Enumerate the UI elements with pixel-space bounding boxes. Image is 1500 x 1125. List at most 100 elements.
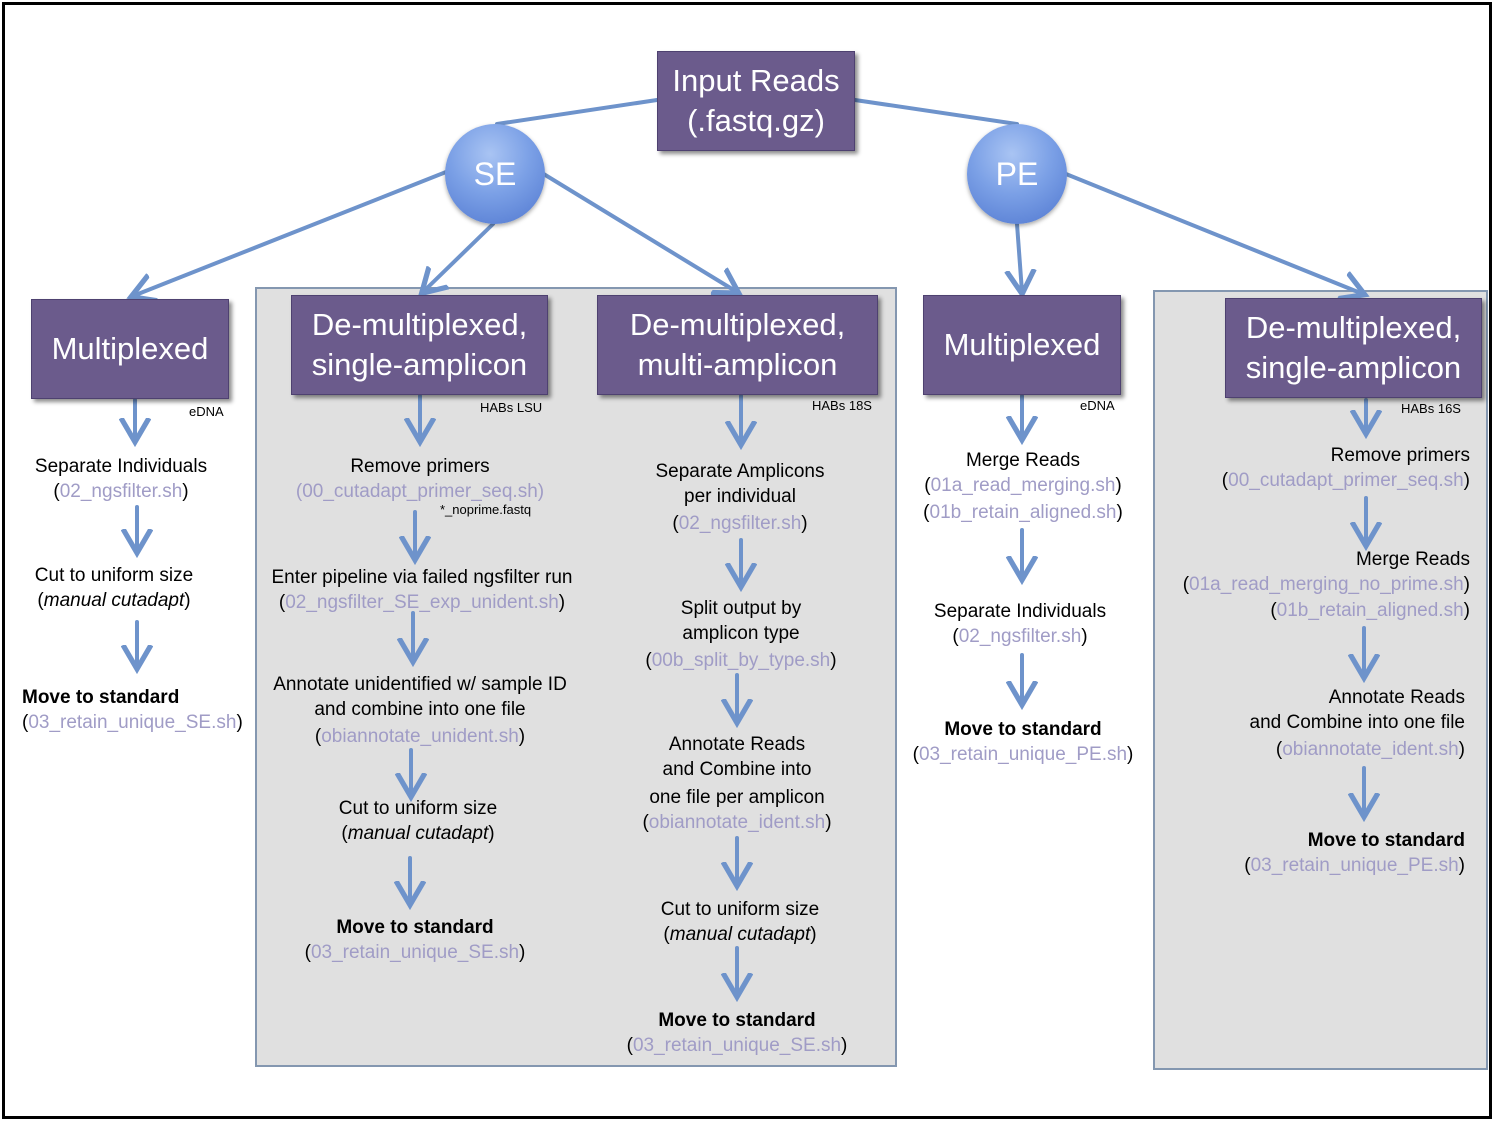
step-text: Move to standard [336, 917, 494, 938]
pe-single-title1: De-multiplexed, [1245, 310, 1462, 345]
pe-multiplexed-title: Multiplexed [943, 327, 1101, 362]
step-script: (obiannotate_ident.sh) [642, 812, 832, 833]
pe-mux-step-2: Separate Individuals (02_ngsfilter.sh) [920, 599, 1120, 649]
se-single-step-4: Cut to uniform size (manual cutadapt) [318, 796, 518, 846]
edge-se-mux [133, 170, 448, 296]
step-text-2: per individual [684, 486, 796, 507]
step-script: (03_retain_unique_PE.sh) [912, 744, 1134, 765]
script-name: 01b_retain_aligned.sh [1276, 600, 1464, 621]
pe-single-step-4: Move to standard (03_retain_unique_PE.sh… [1215, 828, 1465, 878]
edge-pe-single [1064, 172, 1363, 294]
se-single-tag: HABs LSU [480, 400, 543, 415]
pe-single-step-2: Merge Reads (01a_read_merging_no_prime.s… [1160, 547, 1470, 623]
step-text-2: and Combine into one file [1249, 712, 1465, 733]
step-text: Cut to uniform size [338, 798, 498, 819]
script-name: 02_ngsfilter.sh [958, 626, 1082, 647]
se-multiplexed-box: Multiplexed [31, 299, 229, 399]
step-text: Merge Reads [1355, 549, 1470, 570]
step-text: Separate Individuals [34, 456, 208, 477]
step-script: (00_cutadapt_primer_seq.sh) [1221, 470, 1470, 491]
se-single-amplicon-box: De-multiplexed, single-amplicon [291, 295, 548, 395]
edge-se-single [423, 222, 495, 292]
se-label: SE [473, 155, 517, 192]
script-name: 02_ngsfilter_SE_exp_unident.sh [285, 592, 559, 613]
step-text-2: and Combine into [662, 759, 812, 780]
step-method: (manual cutadapt) [341, 823, 495, 844]
se-single-title2: single-amplicon [311, 347, 528, 382]
step-script: (obiannotate_unident.sh) [314, 726, 526, 747]
input-reads-line1: Input Reads [672, 63, 840, 98]
se-multi-title1: De-multiplexed, [629, 307, 846, 342]
step-text: Enter pipeline via failed ngsfilter run [271, 567, 573, 588]
step-script: (02_ngsfilter.sh) [53, 481, 189, 502]
se-mux-step-3-script: (03_retain_unique_SE.sh) [22, 712, 243, 733]
se-multi-step-4: Cut to uniform size (manual cutadapt) [640, 897, 840, 947]
se-multi-amplicon-box: De-multiplexed, multi-amplicon [597, 295, 878, 395]
script-name: obiannotate_unident.sh [321, 726, 519, 747]
pe-mux-step-1: Merge Reads (01a_read_merging.sh) (01b_r… [912, 448, 1134, 525]
step-script-2: (01b_retain_aligned.sh) [923, 502, 1123, 523]
script-name: 01a_read_merging_no_prime.sh [1189, 574, 1464, 595]
se-mux-step-1: Separate Individuals (02_ngsfilter.sh) [21, 454, 221, 504]
step-text-1: Separate Amplicons [655, 461, 825, 482]
pe-single-amplicon-box: De-multiplexed, single-amplicon [1225, 298, 1482, 398]
step-script: (02_ngsfilter.sh) [672, 513, 808, 534]
edge-root-pe [853, 98, 1019, 126]
step-script: (00_cutadapt_primer_seq.sh) [295, 481, 545, 502]
script-name: obiannotate_ident.sh [1282, 739, 1459, 760]
edge-root-se [495, 98, 659, 126]
se-multi-title2: multi-amplicon [637, 347, 838, 382]
se-single-note: *_noprime.fastq [440, 502, 532, 517]
step-text-1: Annotate unidentified w/ sample ID [273, 674, 567, 695]
script-name: 01b_retain_aligned.sh [929, 502, 1117, 523]
step-text: Move to standard [1307, 830, 1465, 851]
se-single-step-3: Annotate unidentified w/ sample ID and c… [255, 672, 585, 749]
pe-mux-tag: eDNA [1080, 398, 1115, 413]
se-single-step-1: Remove primers (00_cutadapt_primer_seq.s… [270, 454, 570, 504]
script-name: 03_retain_unique_SE.sh [28, 712, 237, 733]
edge-se-multi [540, 171, 737, 292]
step-text-2: and combine into one file [314, 699, 526, 720]
step-script-2: (01b_retain_aligned.sh) [1270, 600, 1470, 621]
script-name: 03_retain_unique_SE.sh [310, 942, 520, 963]
step-text: Remove primers [1330, 445, 1470, 466]
method-name: manual cutadapt [43, 590, 185, 611]
se-single-step-2: Enter pipeline via failed ngsfilter run … [252, 565, 592, 615]
pe-mux-step-3: Move to standard (03_retain_unique_PE.sh… [898, 717, 1148, 767]
input-reads-line2: (.fastq.gz) [687, 103, 825, 138]
step-script: (03_retain_unique_SE.sh) [626, 1035, 848, 1056]
pe-demux-panel [1153, 290, 1488, 1070]
script-name: 03_retain_unique_PE.sh [918, 744, 1128, 765]
se-circle: SE [445, 124, 545, 224]
script-name: obiannotate_ident.sh [648, 812, 826, 833]
step-text: Move to standard [944, 719, 1102, 740]
script-name: 02_ngsfilter.sh [59, 481, 183, 502]
se-mux-step-3: Move to standard [22, 685, 179, 710]
step-method: (manual cutadapt) [37, 590, 191, 611]
script-name: 02_ngsfilter.sh [678, 513, 802, 534]
step-script: (00b_split_by_type.sh) [645, 650, 837, 671]
edge-pe-mux [1017, 222, 1022, 292]
input-reads-box: Input Reads (.fastq.gz) [657, 51, 855, 151]
step-script: (03_retain_unique_SE.sh) [304, 942, 526, 963]
script-name: 00b_split_by_type.sh [651, 650, 831, 671]
step-script-1: (01a_read_merging.sh) [924, 475, 1122, 496]
step-text-1: Annotate Reads [1328, 687, 1465, 708]
step-text-1: Annotate Reads [668, 734, 806, 755]
se-single-step-5: Move to standard (03_retain_unique_SE.sh… [290, 915, 540, 965]
script-name: 03_retain_unique_SE.sh [632, 1035, 842, 1056]
se-multi-step-1: Separate Amplicons per individual (02_ng… [630, 459, 850, 536]
script-name: 00_cutadapt_primer_seq.sh [302, 481, 538, 502]
pe-single-tag: HABs 16S [1401, 401, 1461, 416]
step-text: Separate Individuals [933, 601, 1107, 622]
step-text: Move to standard [22, 687, 180, 708]
pe-circle: PE [967, 124, 1067, 224]
step-text-1: Split output by [680, 598, 802, 619]
step-text: Cut to uniform size [34, 565, 194, 586]
se-multi-tag: HABs 18S [812, 398, 872, 413]
step-text: Merge Reads [965, 450, 1081, 471]
pe-single-title2: single-amplicon [1245, 350, 1462, 385]
step-script: (03_retain_unique_PE.sh) [1244, 855, 1465, 876]
